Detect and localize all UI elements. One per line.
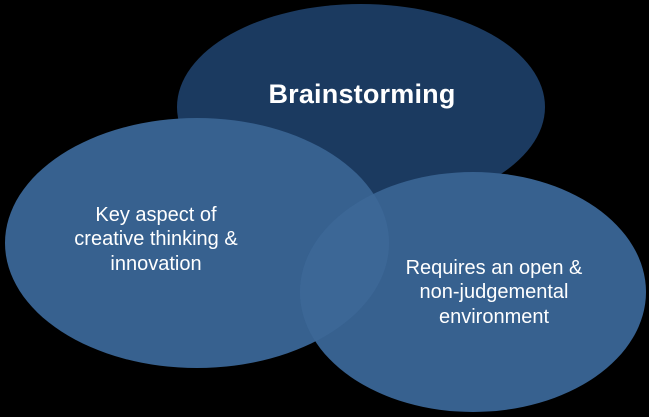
circle-key-aspect[interactable]: [5, 118, 389, 368]
